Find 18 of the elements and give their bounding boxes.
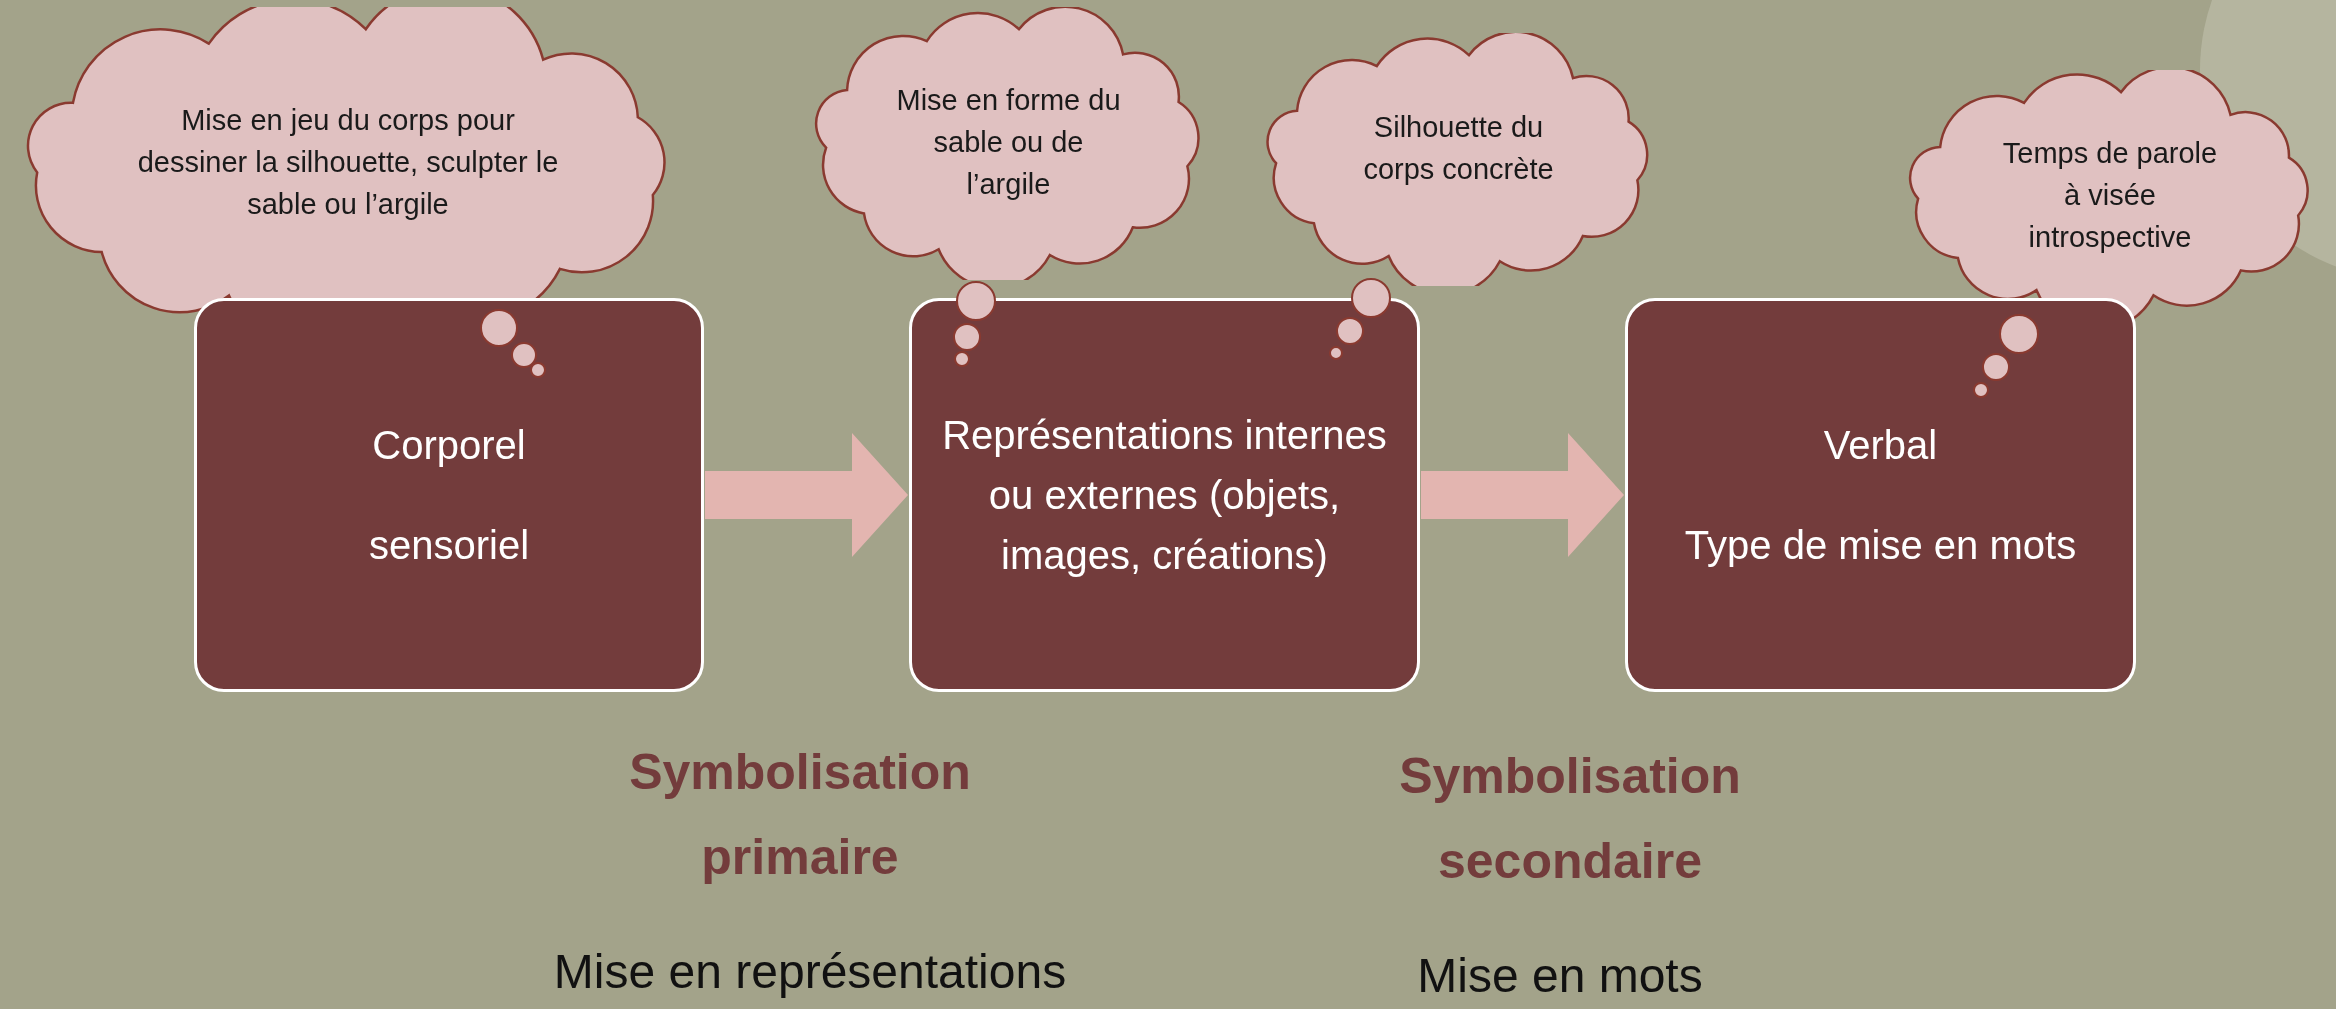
box-text: sensoriel: [368, 522, 530, 569]
cloud-text: Mise en jeu du corps pour dessiner la silhouette, sculpter le sable ou l’argile: [136, 102, 560, 222]
block-arrow: [1421, 433, 1624, 557]
box-text: Verbal: [1823, 422, 1938, 469]
cloud-text: Silhouette du corps concrète: [1362, 109, 1555, 187]
stage-heading: Symbolisation secondaire: [1398, 747, 1742, 891]
stage-caption: Mise en représentations: [552, 944, 1068, 1000]
stage-caption: Mise en mots: [1416, 948, 1704, 1004]
process-box: [194, 298, 704, 692]
box-text: Représentations internes ou externes (objets, images, créations): [942, 412, 1387, 579]
process-box: [909, 298, 1420, 692]
stage-heading: Symbolisation primaire: [628, 743, 972, 887]
box-text: Corporel: [372, 422, 526, 469]
process-box: [1625, 298, 2136, 692]
cloud-text: Temps de parole à visée introspective: [2001, 135, 2219, 255]
block-arrow: [705, 433, 908, 557]
cloud-text: Mise en forme du sable ou de l’argile: [896, 82, 1121, 202]
box-text: Type de mise en mots: [1684, 522, 2077, 569]
